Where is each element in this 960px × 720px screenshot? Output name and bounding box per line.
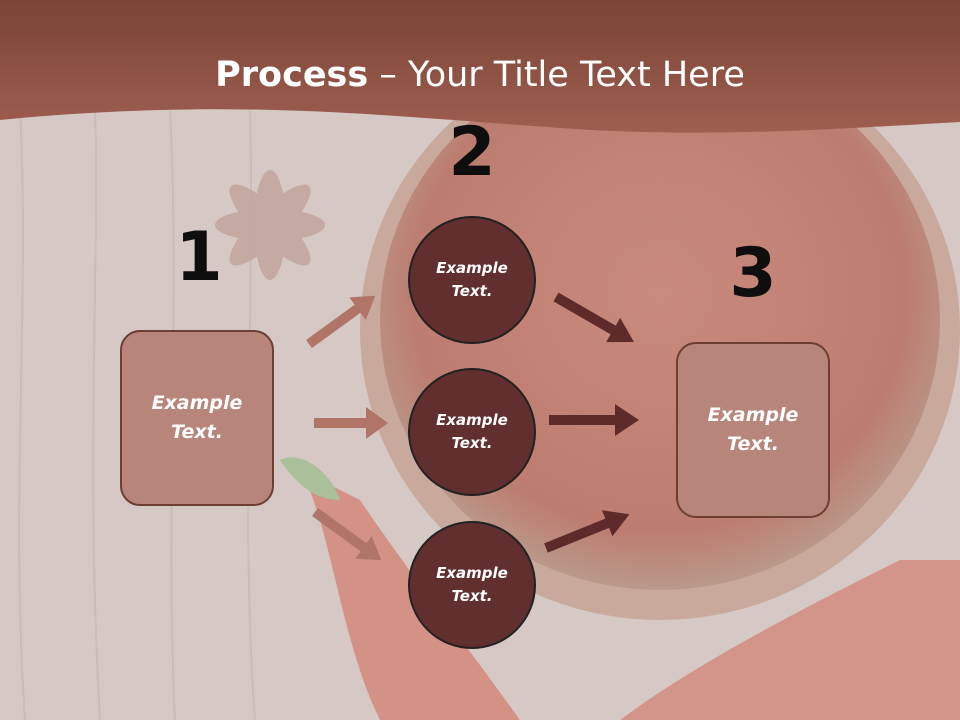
step-1-line2: Text. xyxy=(171,421,223,443)
header-banner xyxy=(0,0,960,133)
arrow-from-bottom xyxy=(544,510,630,553)
title-bold: Process xyxy=(215,55,369,95)
step-number-3: 3 xyxy=(729,234,777,313)
page-title: Process – Your Title Text Here xyxy=(0,52,960,98)
arrow-to-middle xyxy=(314,407,388,439)
circle-middle-line1: Example xyxy=(436,411,508,429)
circle-bottom-line2: Text. xyxy=(451,587,493,605)
title-rest: – Your Title Text Here xyxy=(368,55,745,95)
arrow-from-middle xyxy=(549,404,639,436)
step-3-line1: Example xyxy=(707,404,799,426)
arrow-to-bottom xyxy=(312,507,382,561)
circle-top-line1: Example xyxy=(436,259,508,277)
circle-middle-line2: Text. xyxy=(451,434,493,452)
circle-bottom-line1: Example xyxy=(436,564,508,582)
arrow-from-top xyxy=(553,292,634,343)
step-number-2: 2 xyxy=(448,113,496,192)
arrow-to-top xyxy=(306,295,376,349)
step-3-line2: Text. xyxy=(727,433,779,455)
step-number-1: 1 xyxy=(175,218,223,297)
circle-top-line2: Text. xyxy=(451,282,493,300)
step-1-line1: Example xyxy=(151,392,243,414)
